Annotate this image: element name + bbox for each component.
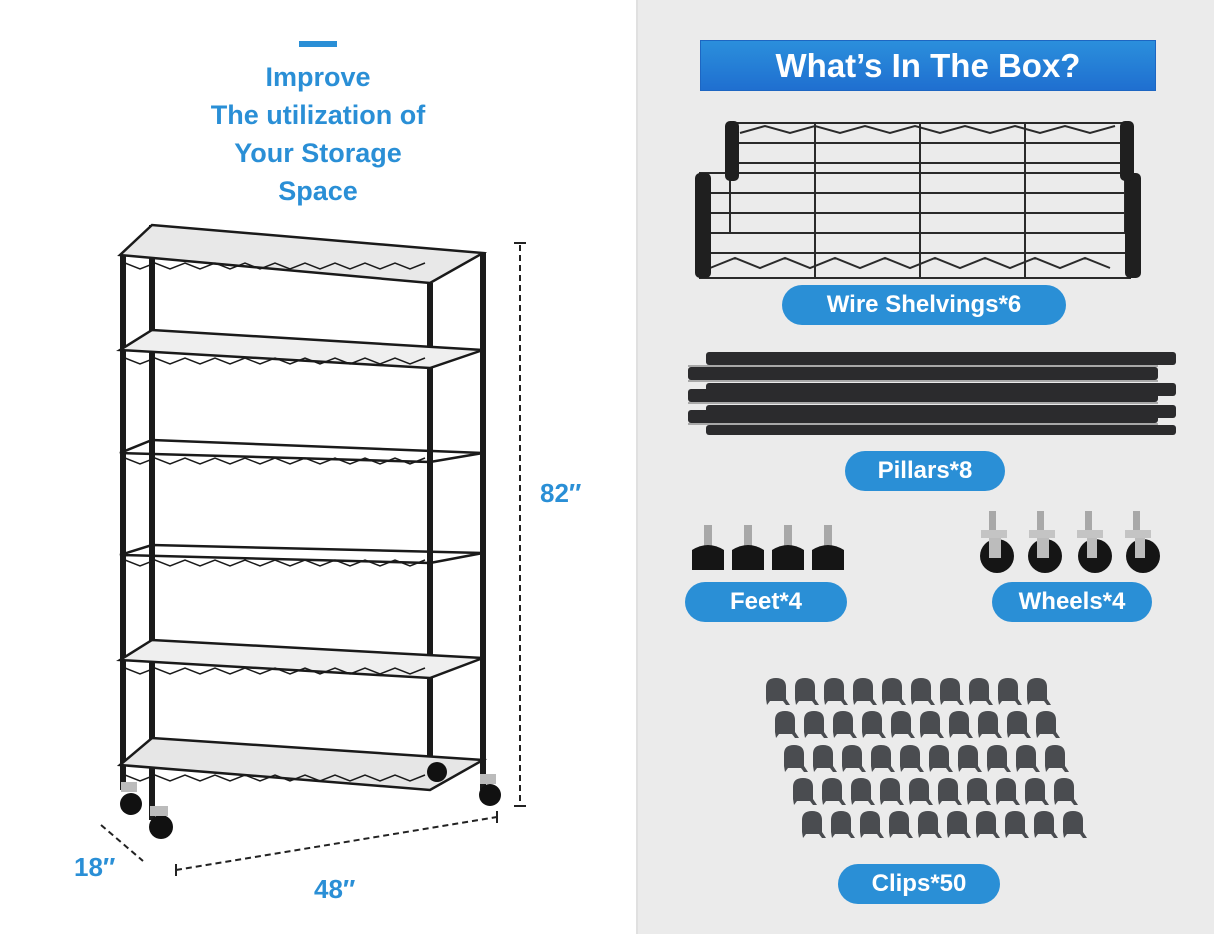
headline: Improve The utilization of Your Storage … <box>150 58 486 210</box>
headline-line: Improve <box>265 62 371 92</box>
clips-label: Clips*50 <box>838 864 1000 904</box>
wire-shelvings-label: Wire Shelvings*6 <box>782 285 1066 325</box>
depth-dimension-label: 18″ <box>74 852 116 882</box>
headline-line: Space <box>278 176 358 206</box>
headline-line: The utilization of <box>210 100 426 130</box>
wheels-label: Wheels*4 <box>992 582 1152 622</box>
caster-wheel-icon <box>980 511 1160 573</box>
leveling-foot-icon <box>692 525 844 570</box>
pillar-icon <box>688 352 1176 435</box>
shelving-unit-icon <box>100 223 526 876</box>
whats-in-the-box-title: What’s In The Box? <box>700 40 1156 91</box>
accent-bar <box>299 41 337 47</box>
pillars-label: Pillars*8 <box>845 451 1005 491</box>
headline-line: Your Storage <box>234 138 402 168</box>
clip-icon <box>766 678 1087 838</box>
left-panel: Improve The utilization of Your Storage … <box>74 41 582 904</box>
wire-shelf-icon <box>695 121 1141 279</box>
feet-label: Feet*4 <box>685 582 847 622</box>
height-dimension-label: 82″ <box>540 478 582 508</box>
width-dimension-label: 48″ <box>314 874 356 904</box>
